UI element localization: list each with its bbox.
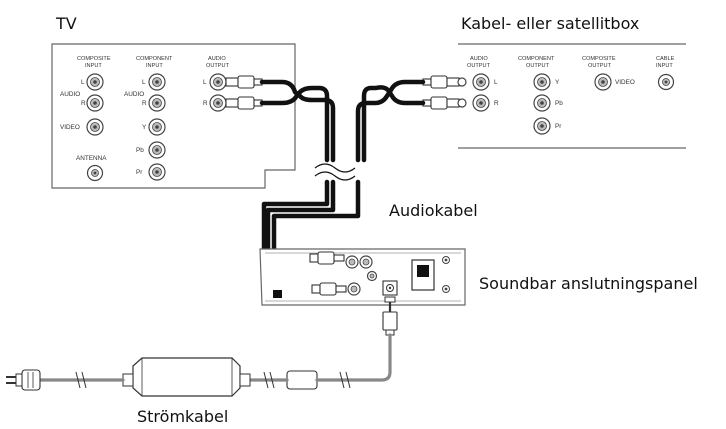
tv-cable-r xyxy=(259,85,330,163)
tv-audio-out-l-label: L xyxy=(203,79,207,86)
tv-component-pr-label: Pr xyxy=(136,169,143,176)
box-component-y-label: Y xyxy=(555,79,560,86)
power-cable xyxy=(6,296,398,397)
tv-rca-plug-l xyxy=(225,75,263,89)
power-cord-ferrite xyxy=(286,370,318,390)
box-component-pb-label: Pb xyxy=(555,100,563,107)
soundbar-input-jack-bottom xyxy=(347,282,361,296)
tv-composite-audio-label: AUDIO xyxy=(60,91,80,98)
box-audio-out-r-label: R xyxy=(494,100,499,107)
power-cord-dc-side xyxy=(350,333,392,382)
box-component-pr-jack xyxy=(533,117,551,135)
tv-component-l-jack xyxy=(148,73,166,91)
box-composite-video-jack xyxy=(594,73,612,91)
tv-component-pb-jack xyxy=(148,141,166,159)
tv-audio-out-label-2: OUTPUT xyxy=(206,63,230,69)
tv-component-pr-jack xyxy=(148,163,166,181)
tv-antenna-jack xyxy=(86,164,104,182)
cable-break-mark-top xyxy=(314,163,356,173)
tv-composite-l-label: L xyxy=(81,79,85,86)
box-component-pr-label: Pr xyxy=(555,123,562,130)
tv-component-y-jack xyxy=(148,118,166,136)
box-component-label-1: COMPONENT xyxy=(518,56,555,62)
tv-rca-plug-r xyxy=(225,96,263,110)
tv-composite-video-jack xyxy=(86,118,104,136)
tv-composite-l-jack xyxy=(86,73,104,91)
soundbar-screw-bottom xyxy=(442,285,450,293)
soundbar-cable-bundle xyxy=(261,179,330,273)
box-component-y-jack xyxy=(533,73,551,91)
soundbar-input-jack-side xyxy=(366,270,378,282)
box-panel: AUDIO OUTPUT COMPONENT OUTPUT COMPOSITE … xyxy=(458,43,686,149)
box-composite-label-1: COMPOSITE xyxy=(582,56,616,62)
wall-plug xyxy=(6,369,41,391)
tv-component-l-label: L xyxy=(142,79,146,86)
tv-composite-label-1: COMPOSITE xyxy=(77,56,111,62)
tv-composite-label-2: INPUT xyxy=(85,63,102,69)
tv-label: TV xyxy=(55,14,77,33)
cable-break-mark-bottom xyxy=(314,171,356,181)
tv-cable-l xyxy=(259,79,336,163)
soundbar-rca-plug-top xyxy=(309,251,345,265)
box-cable-input-label-1: CABLE xyxy=(656,56,675,62)
tv-composite-r-jack xyxy=(86,94,104,112)
box-component-label-2: OUTPUT xyxy=(526,63,550,69)
soundbar-label: Soundbar anslutningspanel xyxy=(479,274,698,293)
box-composite-label-2: OUTPUT xyxy=(588,63,612,69)
box-composite-video-label: VIDEO xyxy=(615,79,635,86)
tv-component-label-2: INPUT xyxy=(146,63,163,69)
soundbar-panel xyxy=(259,248,466,306)
tv-panel: COMPOSITE INPUT COMPONENT INPUT AUDIO OU… xyxy=(51,43,296,189)
box-audio-out-l-jack xyxy=(472,73,490,91)
soundbar-input-jack-top xyxy=(345,255,359,269)
power-adapter xyxy=(132,357,241,397)
soundbar-screw-top xyxy=(442,256,450,264)
tv-component-r-jack xyxy=(148,94,166,112)
soundbar-input-jack-mid xyxy=(359,255,373,269)
box-rca-plug-r xyxy=(422,96,467,110)
tv-component-r-label: R xyxy=(142,100,147,107)
tv-composite-r-label: R xyxy=(81,100,86,107)
box-cable-l xyxy=(355,79,426,163)
box-audio-out-r-jack xyxy=(472,94,490,112)
box-rca-plug-l xyxy=(422,75,467,89)
power-cable-label: Strömkabel xyxy=(137,407,228,426)
box-label: Kabel- eller satellitbox xyxy=(461,14,639,33)
tv-component-label-1: COMPONENT xyxy=(136,56,173,62)
tv-audio-out-r-jack xyxy=(209,94,227,112)
soundbar-service-port xyxy=(273,290,282,298)
box-audio-out-label-2: OUTPUT xyxy=(467,63,491,69)
tv-audio-out-label-1: AUDIO xyxy=(208,56,226,62)
tv-component-audio-label: AUDIO xyxy=(124,91,144,98)
tv-component-pb-label: Pb xyxy=(136,147,144,154)
box-cable-r xyxy=(361,85,426,163)
tv-audio-out-l-jack xyxy=(209,73,227,91)
soundbar-rca-plug-bottom xyxy=(311,282,347,296)
tv-audio-out-r-label: R xyxy=(203,100,208,107)
tv-antenna-label: ANTENNA xyxy=(76,155,107,162)
box-audio-out-l-label: L xyxy=(494,79,498,86)
box-cable-input-jack xyxy=(657,73,675,91)
tv-component-y-label: Y xyxy=(142,124,147,131)
box-audio-out-label-1: AUDIO xyxy=(470,56,488,62)
tv-composite-video-label: VIDEO xyxy=(60,124,80,131)
box-cable-input-label-2: INPUT xyxy=(656,63,673,69)
audio-cable-label: Audiokabel xyxy=(389,201,478,220)
box-component-pb-jack xyxy=(533,94,551,112)
